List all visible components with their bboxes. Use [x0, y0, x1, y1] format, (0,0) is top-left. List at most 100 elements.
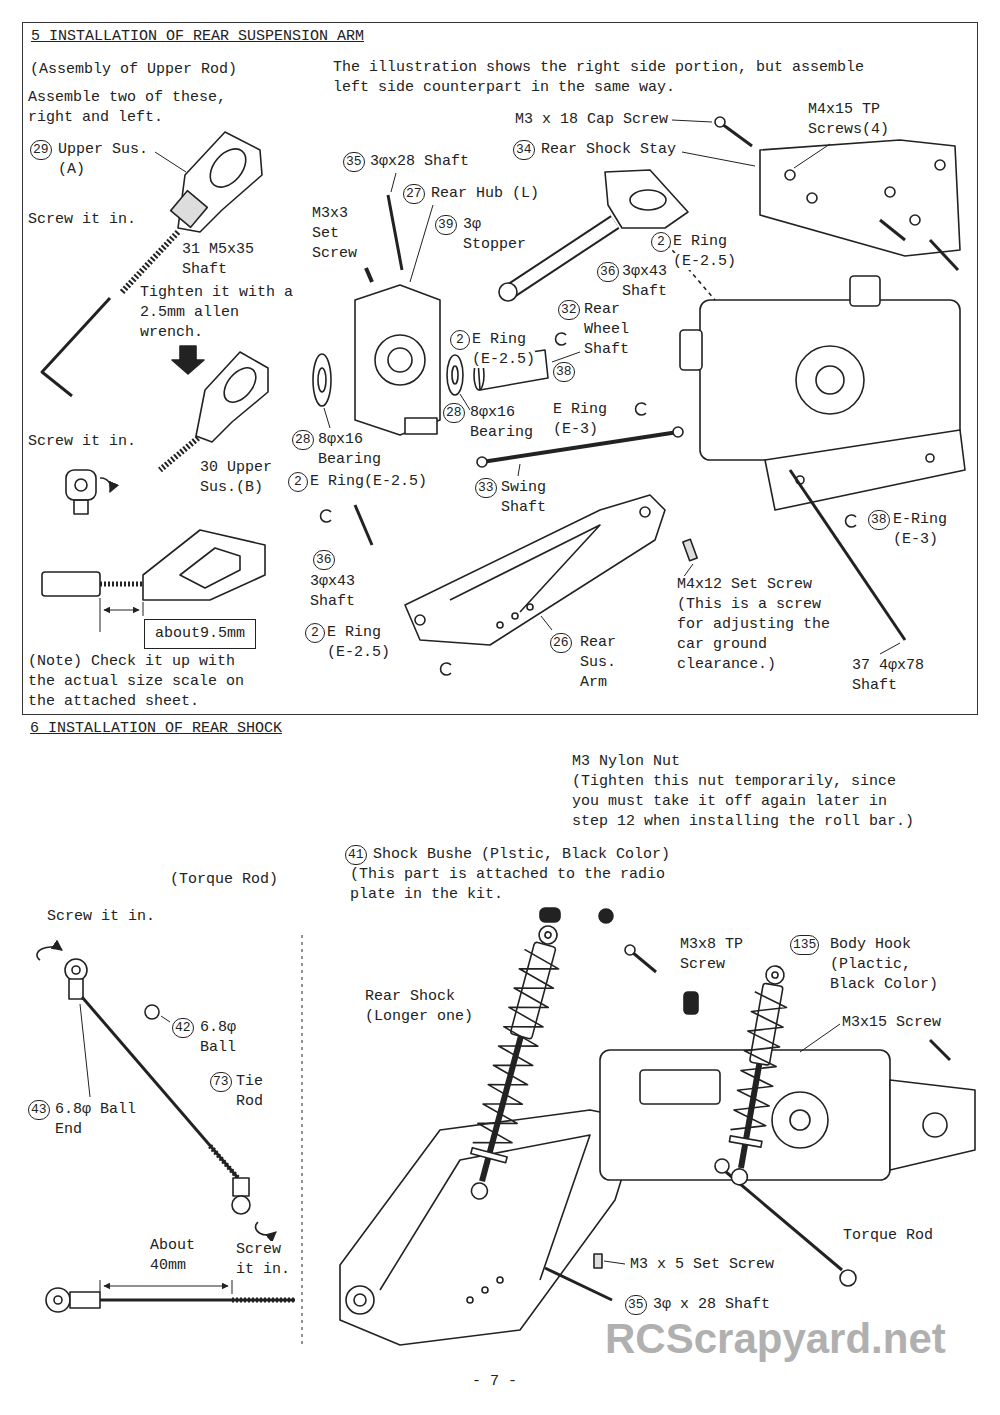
text-run: E Ring(E-2.5) — [310, 473, 427, 490]
text-run: M3 x 18 Cap Screw — [515, 111, 668, 128]
text-run: E Ring (E-2.5) — [472, 331, 535, 368]
rear-arm — [354, 1294, 366, 1306]
callout-number: 43 — [28, 1100, 50, 1120]
upper-rod — [605, 170, 688, 228]
text-run: 3φx43 Shaft — [310, 573, 355, 610]
text-run: About 40mm — [150, 1237, 195, 1274]
part-label: M3x3 Set Screw — [312, 204, 372, 264]
e-rings — [636, 403, 646, 415]
part-label: Screw it in. — [47, 907, 177, 927]
gearbox — [923, 1113, 947, 1137]
torque-rod-parts — [100, 1280, 101, 1292]
part-label: E Ring (E-2.5) — [673, 232, 753, 272]
rear-arm — [497, 1277, 503, 1283]
rear-sus-arm — [512, 613, 518, 619]
bearings — [313, 354, 463, 406]
rear-hub — [405, 418, 437, 434]
text-run: Screw it in. — [28, 433, 136, 450]
torque-rod-parts — [72, 966, 80, 974]
leader-lines — [800, 1024, 840, 1052]
rear-sus-arm — [450, 525, 600, 612]
rear-hub — [355, 285, 440, 435]
rear-shock — [729, 1136, 762, 1147]
gearbox — [926, 454, 934, 462]
bearings — [447, 355, 463, 395]
upper-rod — [512, 222, 615, 290]
screws — [715, 117, 725, 127]
part-label: (Assembly of Upper Rod) — [30, 60, 290, 80]
gearbox — [850, 276, 880, 306]
torque-rod-parts — [37, 947, 62, 960]
text-run: E Ring (E-3) — [553, 401, 607, 438]
callout-number: 135 — [790, 935, 819, 955]
leader-lines — [552, 352, 580, 362]
text-run: 3φx43 Shaft — [622, 263, 667, 300]
section-heading: 6 INSTALLATION OF REAR SHOCK — [28, 719, 284, 739]
rear-sus-arm — [527, 604, 533, 610]
part-label: 3φx43 Shaft — [622, 262, 682, 302]
rear-shock — [459, 921, 569, 1203]
callout-number: 28 — [292, 430, 314, 450]
part-label: - 7 - — [472, 1372, 532, 1392]
torque-rod-parts — [232, 1196, 250, 1214]
upper-rod-side-view — [143, 602, 144, 616]
hardware — [684, 992, 698, 1014]
callout-number: 38 — [868, 510, 890, 530]
callout-number: 26 — [550, 633, 572, 653]
e-rings — [321, 333, 856, 675]
part-label: M3x8 TP Screw — [680, 935, 755, 975]
part-label: Tighten it with a 2.5mm allen wrench. — [140, 283, 300, 343]
torque-rod-parts — [54, 1296, 62, 1304]
rear-shock — [765, 965, 786, 986]
text-run: (Assembly of Upper Rod) — [30, 61, 237, 78]
text-run: (Torque Rod) — [170, 871, 278, 888]
rear-arm — [467, 1297, 473, 1303]
part-label: Rear Shock (Longer one) — [365, 987, 475, 1027]
text-run: M3x8 TP Screw — [680, 936, 743, 973]
hardware — [540, 908, 560, 922]
swing-shaft — [673, 427, 683, 437]
gearbox — [790, 1110, 810, 1130]
text-run: 37 4φx78 Shaft — [852, 657, 924, 694]
shock-stay — [807, 193, 817, 203]
upper-rod-side-view — [104, 610, 139, 611]
text-run: (Tighten this nut temporarily, since you… — [572, 773, 914, 830]
part-label: (Tighten this nut temporarily, since you… — [572, 772, 922, 832]
torque-rod — [715, 1159, 729, 1173]
part-label: 3φx28 Shaft — [370, 152, 490, 172]
text-run: 3φx28 Shaft — [370, 153, 469, 170]
watermark: RCScrapyard.net — [605, 1316, 946, 1362]
leader-lines — [880, 643, 900, 654]
torque-rod-parts — [233, 1178, 249, 1196]
set-screw — [366, 268, 372, 282]
ball-end — [66, 470, 111, 514]
text-run: 3φ x 28 Shaft — [653, 1296, 770, 1313]
rear-arm — [380, 1135, 590, 1290]
rear-sus-arm — [405, 495, 665, 645]
part-label: 30 Upper Sus.(B) — [200, 458, 300, 498]
rear-shock — [471, 1148, 507, 1163]
callout-number: 35 — [343, 152, 365, 172]
threaded-shaft — [160, 438, 198, 470]
upper-sus-b — [196, 352, 268, 442]
part-label: E Ring(E-2.5) — [310, 472, 440, 492]
callout-number: 28 — [443, 403, 465, 423]
e-rings — [846, 515, 856, 527]
text-run: - 7 - — [472, 1373, 517, 1390]
part-label: 37 4φx78 Shaft — [852, 656, 942, 696]
ball-end — [74, 500, 88, 514]
part-label: Swing Shaft — [501, 478, 561, 518]
swing-shaft — [477, 457, 487, 467]
gearbox — [772, 1092, 828, 1148]
rear-hub — [355, 285, 440, 435]
part-label: M3 x 5 Set Screw — [630, 1255, 790, 1275]
part-label: About 40mm — [150, 1236, 200, 1276]
rear-shock — [730, 1168, 749, 1187]
upper-rod-side-view — [42, 530, 265, 632]
text-run: Tighten it with a 2.5mm allen wrench. — [140, 284, 293, 341]
text-run: 6.8φ Ball End — [55, 1101, 136, 1138]
rear-sus-arm — [415, 615, 425, 625]
shock-stay — [785, 170, 795, 180]
part-label: M3 x 18 Cap Screw — [515, 110, 685, 130]
bearings — [318, 368, 326, 392]
